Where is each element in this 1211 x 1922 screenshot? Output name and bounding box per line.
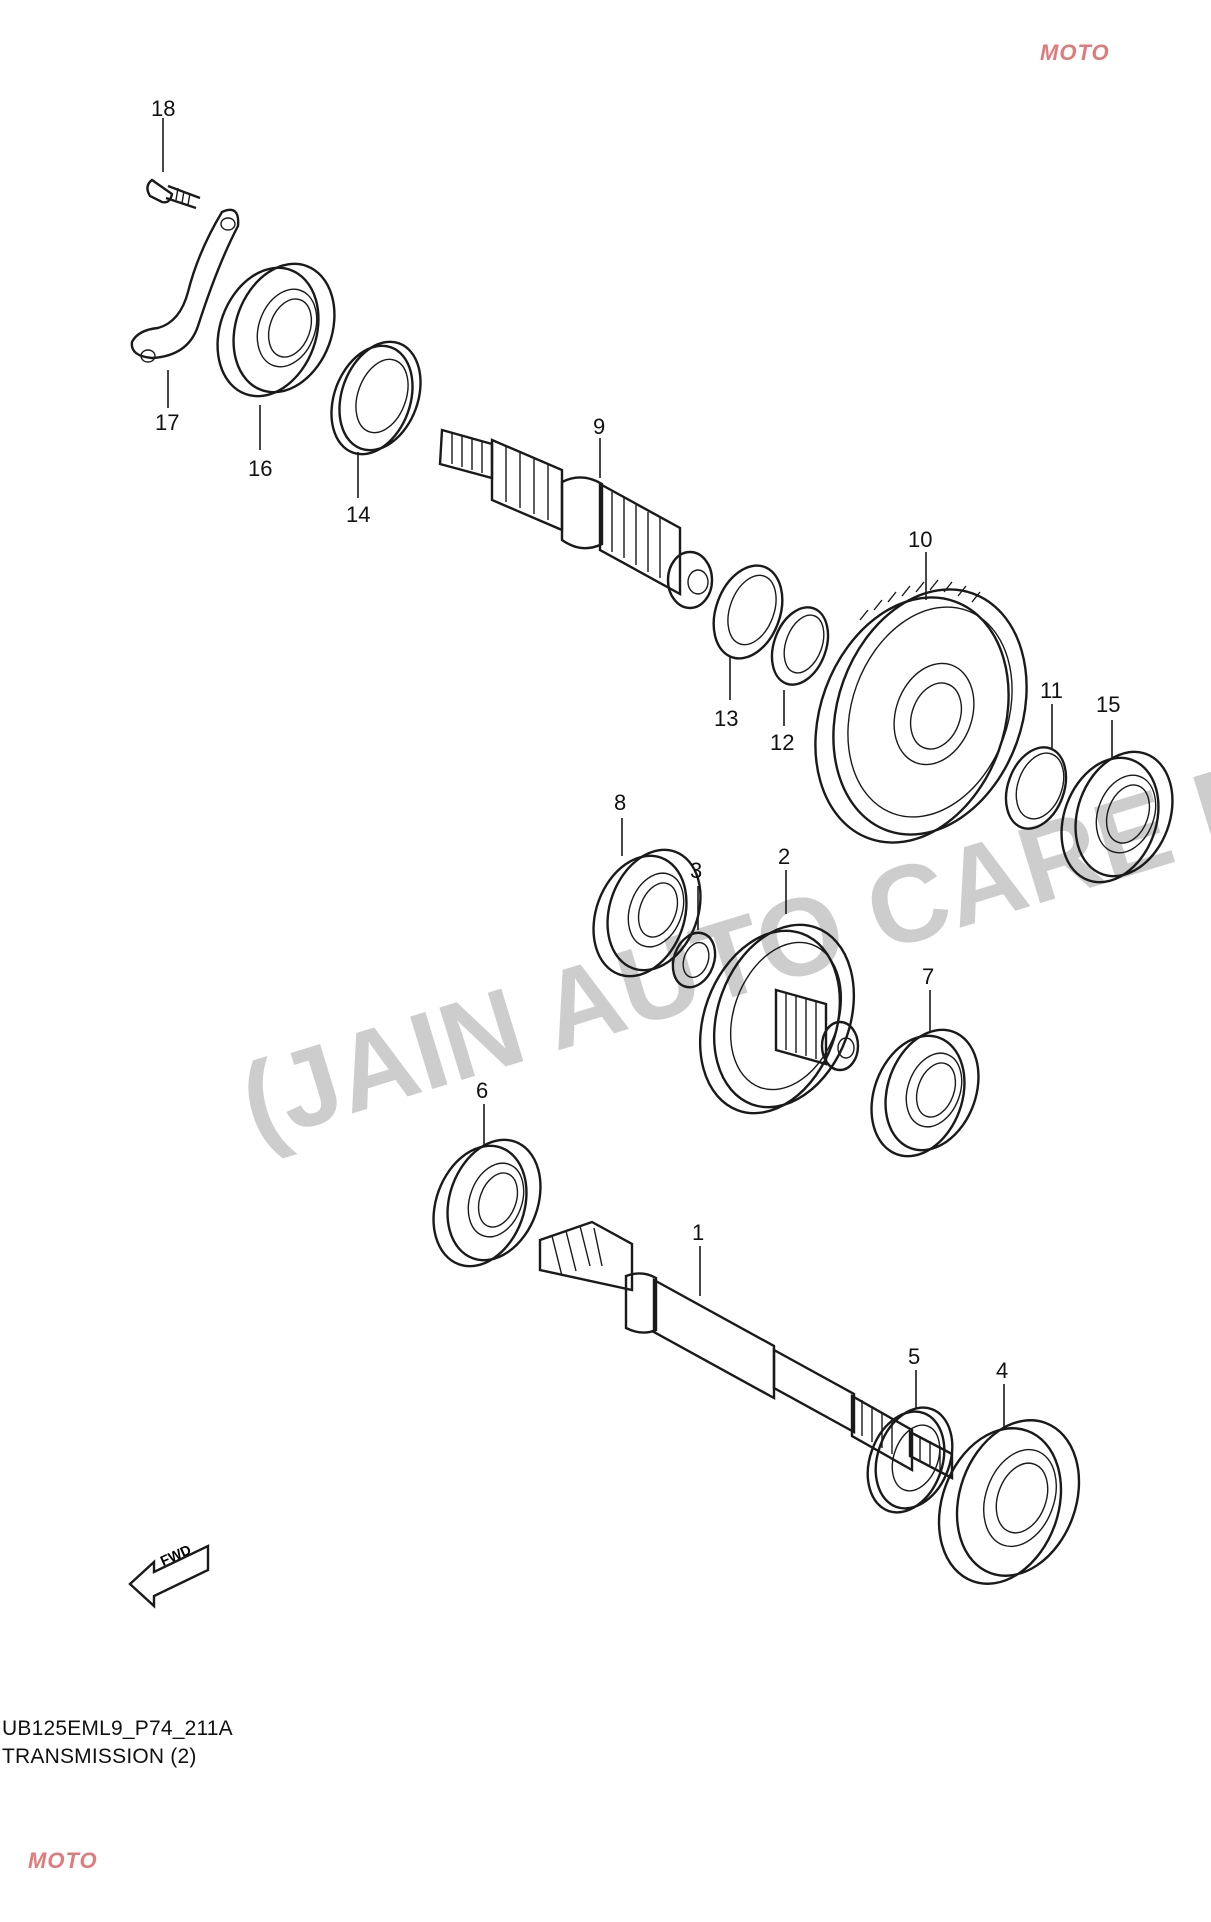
fwd-label: FWD: [158, 1541, 194, 1569]
part-13-washer: [712, 564, 784, 700]
callout-13: 13: [714, 706, 738, 731]
part-2-gear: [698, 870, 860, 1115]
callout-10: 10: [908, 527, 932, 552]
diagram-code: UB125EML9_P74_211A: [2, 1717, 233, 1740]
brand-logo-top: MOTO: [1040, 40, 1110, 65]
part-8-bearing: [592, 818, 702, 978]
part-4-bearing: [937, 1384, 1081, 1585]
brand-logo-bottom: MOTO: [28, 1848, 98, 1873]
part-18-screw: [146, 118, 201, 210]
part-1-input-shaft: [538, 1220, 954, 1480]
part-9-output-shaft: [438, 428, 714, 610]
part-10-large-gear: [814, 552, 1028, 844]
callout-4: 4: [996, 1358, 1008, 1383]
callout-8: 8: [614, 790, 626, 815]
part-5-oil-seal: [866, 1370, 954, 1514]
callout-7: 7: [922, 964, 934, 989]
part-14-oil-seal: [330, 340, 422, 498]
svg-text:(JAIN AUTO CARE P: (JAIN AUTO CARE P: [227, 736, 1211, 1166]
callout-11: 11: [1040, 678, 1063, 703]
callout-16: 16: [248, 456, 272, 481]
part-7-bearing: [870, 990, 980, 1158]
part-12-washer: [770, 606, 830, 726]
callout-6: 6: [476, 1078, 488, 1103]
callout-labels: 18 17 16 14 9 13 12 10 11 15 8 3 2 7 6 1…: [151, 96, 1120, 1383]
callout-18: 18: [151, 96, 175, 121]
callout-3: 3: [690, 858, 702, 883]
part-3-washer: [671, 886, 717, 989]
callout-12: 12: [770, 730, 794, 755]
callout-2: 2: [778, 844, 790, 869]
diagram-title: TRANSMISSION (2): [2, 1745, 197, 1768]
callout-9: 9: [593, 414, 605, 439]
part-15-bearing: [1060, 720, 1174, 884]
callout-17: 17: [155, 410, 179, 435]
part-11-circlip: [1004, 704, 1068, 830]
part-6-bearing: [432, 1104, 542, 1268]
callout-14: 14: [346, 502, 370, 527]
part-16-bearing: [216, 262, 336, 450]
part-17-bracket: [130, 208, 240, 408]
callout-1: 1: [692, 1220, 704, 1245]
watermark: (JAIN AUTO CARE P: [227, 736, 1211, 1166]
callout-5: 5: [908, 1344, 920, 1369]
callout-15: 15: [1096, 692, 1120, 717]
forward-arrow-icon: FWD: [128, 1541, 210, 1609]
